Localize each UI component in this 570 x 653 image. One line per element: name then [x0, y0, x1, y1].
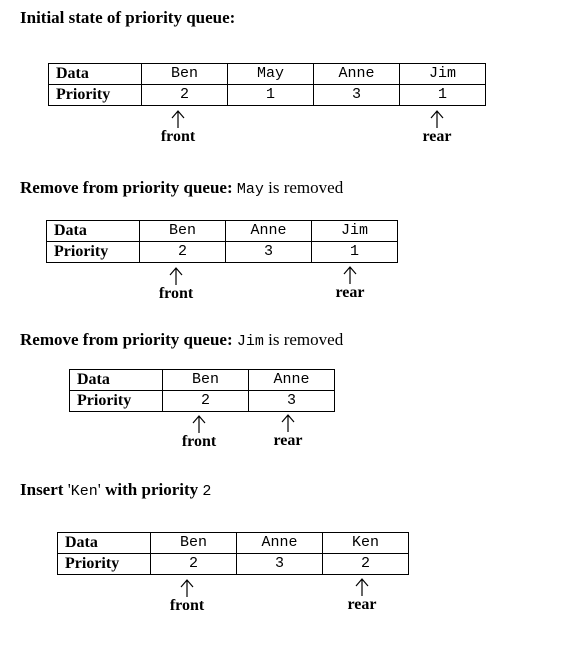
priority-cell: 1 — [399, 84, 486, 106]
up-arrow-icon — [192, 415, 206, 433]
section-4-heading: Insert 'Ken' with priority 2 — [20, 480, 211, 500]
data-cell: Ken — [322, 532, 409, 554]
up-arrow-icon — [343, 266, 357, 284]
heading-mono: May — [236, 181, 264, 198]
data-cell: Anne — [313, 63, 400, 85]
priority-cell: 2 — [141, 84, 228, 106]
up-arrow-icon — [180, 579, 194, 597]
heading-tail: is removed — [263, 178, 344, 197]
front-label: front — [160, 128, 196, 145]
data-cell: Anne — [248, 369, 335, 391]
front-label: front — [181, 433, 217, 450]
rear-label: rear — [347, 596, 377, 613]
data-row-label: Data — [57, 532, 151, 554]
rear-pointer-1: rear — [407, 110, 467, 146]
queue-table-3: Data Ben Anne Priority 2 3 — [69, 369, 335, 412]
priority-row: Priority 2 3 — [69, 390, 335, 412]
priority-cell: 2 — [322, 553, 409, 575]
heading-bold-2: with priority — [100, 480, 203, 499]
data-row-label: Data — [48, 63, 142, 85]
priority-cell: 3 — [236, 553, 323, 575]
up-arrow-icon — [171, 110, 185, 128]
front-pointer-4: front — [157, 579, 217, 615]
rear-label: rear — [335, 284, 365, 301]
heading-bold: Remove from priority queue: — [20, 330, 233, 349]
heading-mono: Ken — [70, 483, 98, 500]
quote-open: ' — [67, 480, 71, 499]
priority-row: Priority 2 3 1 — [46, 241, 398, 263]
up-arrow-icon — [430, 110, 444, 128]
front-label: front — [158, 285, 194, 302]
priority-row: Priority 2 1 3 1 — [48, 84, 486, 106]
rear-pointer-3: rear — [258, 414, 318, 450]
priority-cell: 3 — [313, 84, 400, 106]
section-1-heading: Initial state of priority queue: — [20, 8, 235, 28]
data-cell: Jim — [399, 63, 486, 85]
data-row-label: Data — [46, 220, 140, 242]
data-cell: Anne — [236, 532, 323, 554]
up-arrow-icon — [355, 578, 369, 596]
priority-cell: 2 — [139, 241, 226, 263]
rear-label: rear — [273, 432, 303, 449]
priority-cell: 2 — [162, 390, 249, 412]
queue-table-4: Data Ben Anne Ken Priority 2 3 2 — [57, 532, 409, 575]
front-label: front — [169, 597, 205, 614]
data-cell: Ben — [141, 63, 228, 85]
priority-row-label: Priority — [46, 241, 140, 263]
up-arrow-icon — [169, 267, 183, 285]
priority-row-label: Priority — [48, 84, 142, 106]
data-cell: May — [227, 63, 314, 85]
data-cell: Ben — [162, 369, 249, 391]
rear-label: rear — [422, 128, 452, 145]
up-arrow-icon — [281, 414, 295, 432]
data-row: Data Ben Anne Ken — [57, 532, 409, 554]
heading-bold: Initial state of priority queue: — [20, 8, 236, 27]
heading-bold: Remove from priority queue: — [20, 178, 233, 197]
priority-cell: 3 — [248, 390, 335, 412]
front-pointer-3: front — [169, 415, 229, 451]
data-cell: Jim — [311, 220, 398, 242]
rear-pointer-4: rear — [332, 578, 392, 614]
heading-tail: is removed — [263, 330, 344, 349]
front-pointer-2: front — [146, 267, 206, 303]
data-row: Data Ben May Anne Jim — [48, 63, 486, 85]
section-3-heading: Remove from priority queue: Jim is remov… — [20, 330, 343, 350]
data-row: Data Ben Anne Jim — [46, 220, 398, 242]
data-row: Data Ben Anne — [69, 369, 335, 391]
heading-bold: Insert — [20, 480, 68, 499]
heading-mono-2: 2 — [202, 483, 212, 500]
priority-row-label: Priority — [57, 553, 151, 575]
priority-cell: 1 — [311, 241, 398, 263]
quote-close: ' — [97, 480, 101, 499]
data-cell: Ben — [150, 532, 237, 554]
queue-table-2: Data Ben Anne Jim Priority 2 3 1 — [46, 220, 398, 263]
data-cell: Anne — [225, 220, 312, 242]
priority-row: Priority 2 3 2 — [57, 553, 409, 575]
queue-table-1: Data Ben May Anne Jim Priority 2 1 3 1 — [48, 63, 486, 106]
data-row-label: Data — [69, 369, 163, 391]
priority-row-label: Priority — [69, 390, 163, 412]
priority-cell: 1 — [227, 84, 314, 106]
front-pointer-1: front — [148, 110, 208, 146]
data-cell: Ben — [139, 220, 226, 242]
section-2-heading: Remove from priority queue: May is remov… — [20, 178, 343, 198]
priority-cell: 2 — [150, 553, 237, 575]
heading-mono: Jim — [236, 333, 264, 350]
priority-cell: 3 — [225, 241, 312, 263]
rear-pointer-2: rear — [320, 266, 380, 302]
